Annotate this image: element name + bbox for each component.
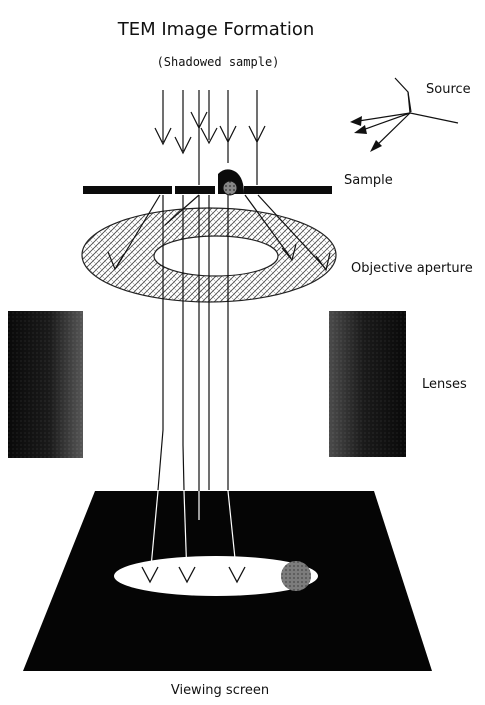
- objective-aperture-label: Objective aperture: [351, 261, 473, 276]
- diagram-subtitle: (Shadowed sample): [157, 55, 280, 69]
- sample: [83, 169, 332, 196]
- viewing-screen: [23, 490, 432, 671]
- sample-label: Sample: [344, 173, 393, 188]
- viewing-screen-label: Viewing screen: [171, 683, 269, 698]
- source-label: Source: [426, 82, 471, 97]
- diagram-title: TEM Image Formation: [117, 19, 315, 40]
- lenses-label: Lenses: [422, 377, 467, 392]
- source-symbol: [350, 77, 459, 152]
- transmitted-rays: [157, 195, 229, 520]
- incident-rays: [154, 90, 266, 185]
- scattered-rays: [107, 194, 331, 272]
